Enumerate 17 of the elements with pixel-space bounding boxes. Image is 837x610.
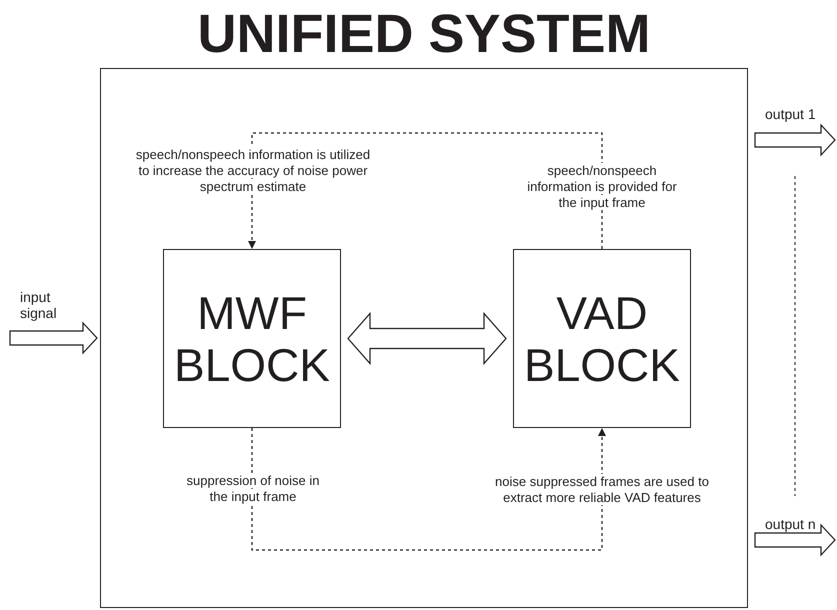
dashed-arrow [248,132,603,249]
edge-label: speech/nonspeech information is provided for the input frame [526,163,678,211]
edge-label: output 1 [765,106,817,122]
edge-label: input signal [20,289,58,321]
edge-label: suppression of noise in the input frame [186,473,320,505]
note-text: speech/nonspeech information is utilized to increase the accuracy of noise power spectrum estimate [135,147,371,195]
hollow-arrow [347,312,507,366]
hollow-arrow [754,523,836,557]
dashed-arrow [251,428,606,551]
hollow-arrow [9,321,98,355]
note-text: noise suppressed frames are used to extract more reliable VAD features [494,474,710,506]
hollow-arrow [754,123,836,157]
block-box [513,249,691,428]
system-label: UNIFIED SYSTEM [196,4,652,64]
block-title: VAD BLOCK [523,286,681,390]
block-box [163,249,341,428]
block-title: MWF BLOCK [173,286,331,390]
